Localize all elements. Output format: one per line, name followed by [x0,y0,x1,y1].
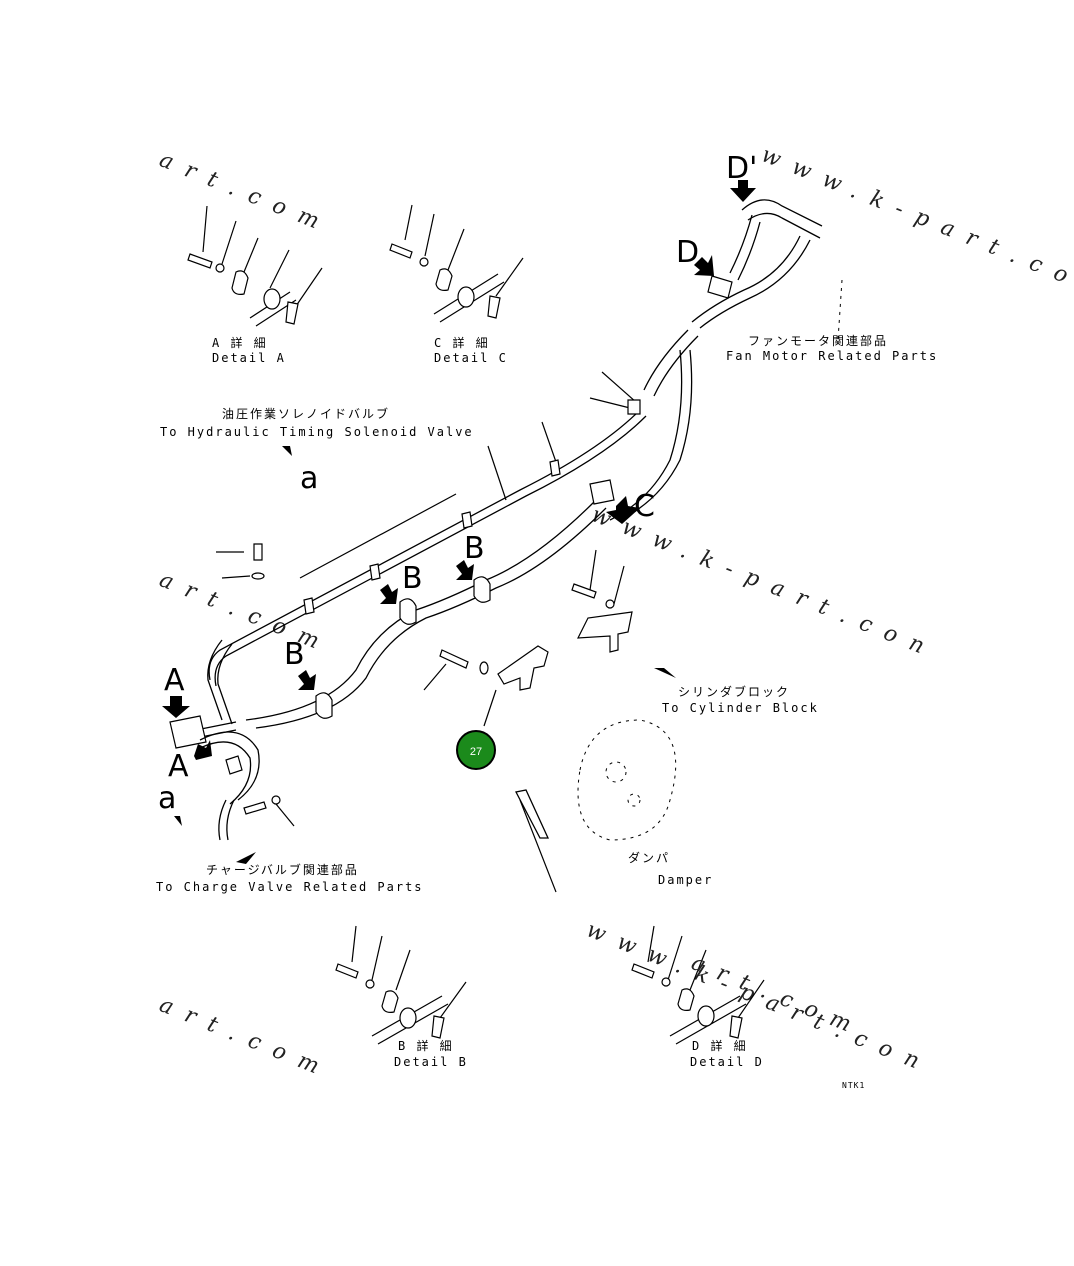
label-b-3: B [284,637,305,672]
fan-motor-en: Fan Motor Related Parts [726,349,938,363]
arrow-b-1-icon [456,560,474,580]
label-a-1: A [164,663,185,698]
pointer-cylinder-icon [654,668,676,678]
hydraulic-valve-jp: 油圧作業ソレノイドバルブ [222,406,390,421]
watermark-detail-d: art.com [688,950,868,1042]
part-marker-badge[interactable] [456,730,496,770]
arrow-c-icon [606,496,640,524]
damper-en: Damper [658,873,713,887]
hydraulic-valve-en: To Hydraulic Timing Solenoid Valve [160,425,474,439]
charge-valve-bolt [243,795,295,827]
detail-b-jp: B 詳 細 [398,1038,454,1053]
detail-d-jp: D 詳 細 [692,1038,748,1053]
fan-motor-jp: ファンモータ関連部品 [748,333,888,348]
center-bracket [423,645,549,727]
arrow-b-2-icon [380,584,398,604]
hydraulic-pipe [208,371,647,687]
cylinder-jp: シリンダブロック [678,684,790,699]
detail-d-en: Detail D [690,1055,764,1069]
arrow-b-3-icon [298,670,316,690]
watermark-top-left: art.com [156,147,336,239]
detail-a-drawing [187,205,323,327]
detail-a-en: Detail A [212,351,286,365]
label-d-prime: D' [726,151,757,186]
bolt-left-group [216,543,265,580]
watermark-top-right: www.k-part.con [758,142,1074,304]
damper-drawing [515,719,677,893]
detail-a-jp: A 詳 細 [212,335,268,350]
detail-c-drawing [389,204,524,323]
charge-valve-jp: チャージバルブ関連部品 [206,862,359,877]
watermark-bottom-left: art.com [156,992,336,1084]
arrow-a-1-icon [162,696,190,718]
damper-jp: ダンパ [628,850,670,865]
pointer-a-top-icon [282,446,292,456]
pointer-a-bottom-icon [174,816,182,826]
label-a-2: A [168,749,189,784]
label-small-a-bottom: a [158,781,176,816]
label-b-1: B [464,531,485,566]
arrow-d-prime-icon [730,180,756,202]
detail-c-en: Detail C [434,351,508,365]
part-marker-number: 27 [470,746,482,758]
detail-b-drawing [335,925,467,1045]
detail-b-en: Detail B [394,1055,468,1069]
cylinder-bracket [571,549,633,653]
drawing-number: NTK1 [842,1081,865,1090]
detail-d-drawing [631,925,765,1045]
detail-c-jp: C 詳 細 [434,335,490,350]
fan-motor-hose [609,199,823,521]
cylinder-en: To Cylinder Block [662,701,819,715]
arrow-d-icon [694,255,714,276]
main-hose [169,479,615,841]
charge-valve-en: To Charge Valve Related Parts [156,880,424,894]
label-small-a-top: a [300,461,318,496]
label-b-2: B [402,561,423,596]
pointer-charge-icon [236,852,256,864]
label-c: C [634,489,655,524]
watermark-mid-right: www.k-part.con [588,502,941,664]
arrow-a-2-icon [194,740,212,760]
label-d: D [676,235,699,270]
